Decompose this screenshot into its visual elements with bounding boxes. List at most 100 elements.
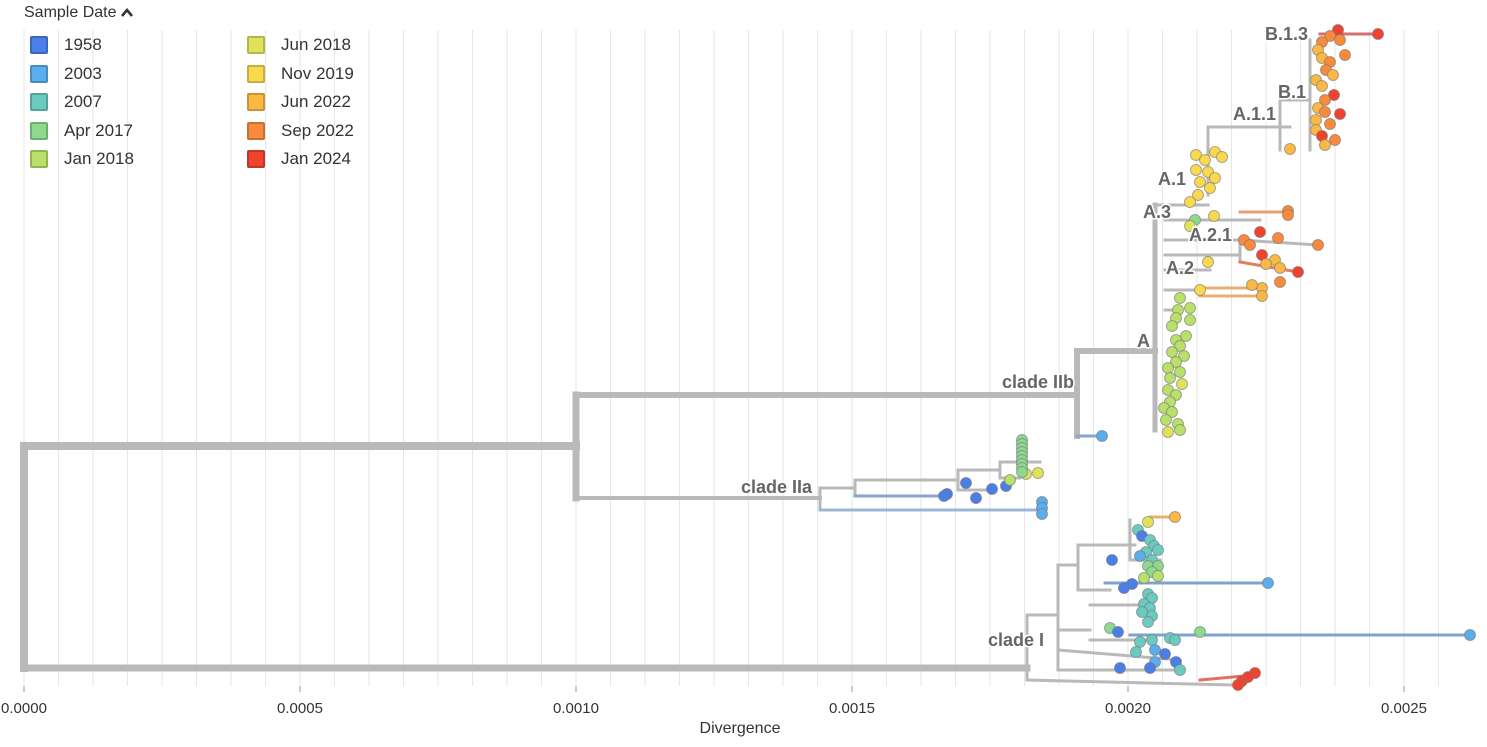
clade-label: B.1 [1278, 82, 1306, 102]
tip [1282, 209, 1294, 221]
tip [1174, 292, 1186, 304]
legend-swatch [30, 121, 48, 140]
x-tick-label: 0.0025 [1381, 700, 1427, 717]
legend-title: Sample Date [24, 4, 117, 21]
tip [1319, 106, 1331, 118]
tip [1324, 118, 1336, 130]
legend-swatch [247, 150, 265, 168]
tip [1184, 196, 1196, 208]
tip [1310, 114, 1322, 126]
tip [986, 483, 998, 495]
tip [1160, 414, 1172, 426]
tip [1194, 176, 1206, 188]
tip [960, 477, 972, 489]
legend-swatch [247, 93, 265, 111]
legend-item[interactable]: Jun 2018 [247, 35, 351, 55]
tip [1134, 636, 1146, 648]
x-tick-label: 0.0005 [277, 700, 323, 717]
tip [1159, 648, 1171, 660]
tip [1036, 508, 1048, 520]
tip [1216, 151, 1228, 163]
legend-item[interactable]: 2007 [30, 92, 102, 112]
clade-label: A.1 [1158, 169, 1186, 189]
chevron-up-icon [120, 7, 133, 17]
tip [938, 490, 950, 502]
legend-label: Jun 2022 [281, 92, 351, 111]
tip [1016, 466, 1028, 478]
clade-label: A.2 [1166, 258, 1194, 278]
tip [1190, 149, 1202, 161]
tip [1114, 662, 1126, 674]
tip [1138, 572, 1150, 584]
tip [1292, 266, 1304, 278]
legend-item[interactable]: Nov 2019 [247, 64, 354, 84]
tip [1334, 108, 1346, 120]
legend-label: Jun 2018 [281, 35, 351, 54]
tip [1174, 340, 1186, 352]
tip [1136, 606, 1148, 618]
tip [1174, 366, 1186, 378]
legend-toggle[interactable]: Sample Date [24, 4, 133, 22]
tip [1274, 262, 1286, 274]
tip [1329, 134, 1341, 146]
legend-swatch [30, 64, 48, 83]
tip [1152, 544, 1164, 556]
clade-label: clade I [988, 630, 1044, 650]
tip [1118, 582, 1130, 594]
tip [1149, 644, 1161, 656]
tip [1202, 256, 1214, 268]
legend-item[interactable]: Apr 2017 [30, 121, 133, 141]
legend-label: 1958 [64, 35, 102, 54]
tip [1184, 314, 1196, 326]
tip [1256, 290, 1268, 302]
legend-label: Jan 2018 [64, 149, 134, 168]
clade-label: A.1.1 [1233, 104, 1276, 124]
legend-label: 2007 [64, 92, 102, 111]
x-tick-label: 0.0000 [1, 700, 47, 717]
tip [1194, 626, 1206, 638]
tip [1334, 34, 1346, 46]
x-tick-label: 0.0015 [829, 700, 875, 717]
tip [1166, 320, 1178, 332]
tip [1209, 172, 1221, 184]
legend-item[interactable]: Sep 2022 [247, 121, 354, 141]
legend-item[interactable]: 1958 [30, 35, 102, 55]
tip [1096, 430, 1108, 442]
tip [1162, 426, 1174, 438]
tip [1162, 362, 1174, 374]
tip [1262, 577, 1274, 589]
clade-label: A.3 [1143, 202, 1171, 222]
tip [1166, 406, 1178, 418]
tip [1174, 424, 1186, 436]
tip [1274, 276, 1286, 288]
tip [1190, 164, 1202, 176]
legend-item[interactable]: Jan 2018 [30, 149, 134, 169]
tip [1152, 570, 1164, 582]
legend-swatch [247, 64, 265, 83]
legend-item[interactable]: Jan 2024 [247, 149, 351, 169]
legend-item[interactable]: 2003 [30, 64, 102, 84]
clade-label: clade IIa [741, 477, 813, 497]
clade-label: clade IIb [1002, 372, 1074, 392]
x-tick-label: 0.0020 [1105, 700, 1151, 717]
tip [1106, 554, 1118, 566]
tip [1004, 474, 1016, 486]
x-tick-label: 0.0010 [553, 700, 599, 717]
legend-item[interactable]: Jun 2022 [247, 92, 351, 112]
tip [1142, 516, 1154, 528]
tip [1194, 284, 1206, 296]
tip [1272, 232, 1284, 244]
tip [1112, 626, 1124, 638]
tip [1192, 189, 1204, 201]
clade-label: A.2.1 [1189, 225, 1232, 245]
tip [1312, 239, 1324, 251]
legend-label: Jan 2024 [281, 149, 351, 168]
tip [1316, 80, 1328, 92]
tip [1144, 662, 1156, 674]
tip [1199, 154, 1211, 166]
tip [1327, 69, 1339, 81]
clade-label: A [1137, 331, 1150, 351]
tip [1169, 511, 1181, 523]
x-axis-title: Divergence [699, 720, 781, 737]
